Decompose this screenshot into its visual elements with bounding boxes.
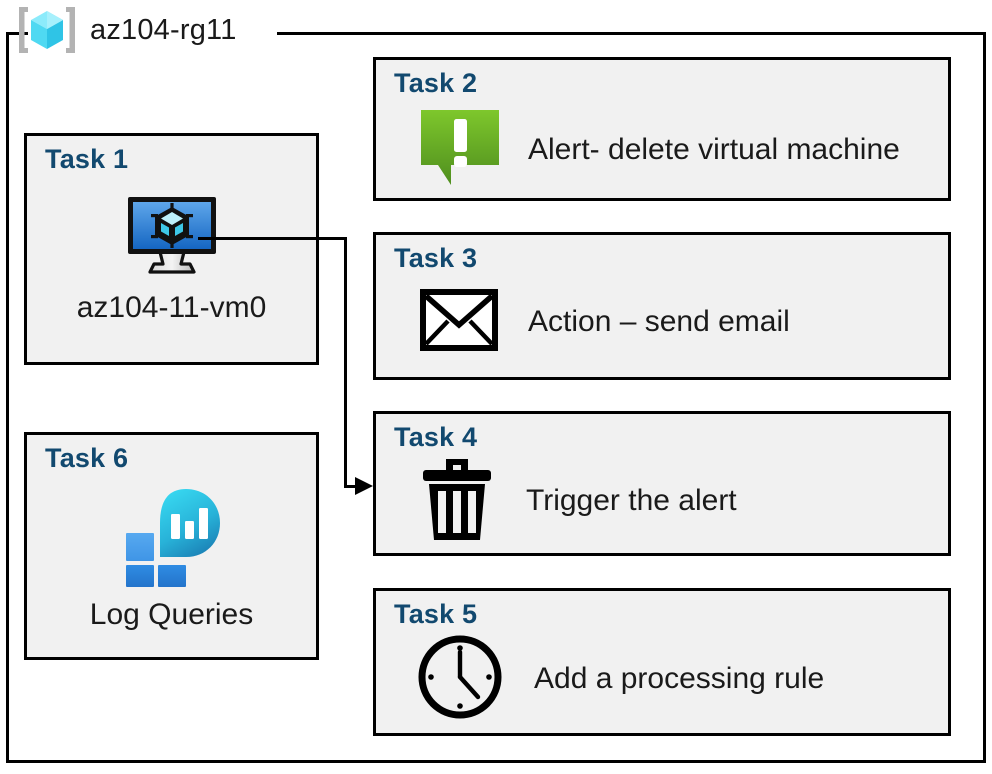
task-card-2-body: Alert- delete virtual machine	[418, 108, 900, 192]
task-card-4-label: Trigger the alert	[526, 484, 737, 517]
task-card-2-label: Alert- delete virtual machine	[528, 133, 900, 166]
task-card-5-body: Add a processing rule	[416, 635, 824, 723]
virtual-machine-icon	[27, 194, 316, 278]
task-card-5-title: Task 5	[394, 599, 478, 629]
resource-group-frame-right	[983, 32, 986, 763]
resource-group-frame-left	[6, 32, 9, 763]
connector-arrowhead-icon	[355, 477, 373, 495]
resource-group-frame-bottom	[6, 760, 986, 763]
task-card-3-body: Action – send email	[420, 287, 790, 357]
resource-group-frame-top-right	[277, 32, 986, 35]
connector-segment-vertical	[344, 237, 347, 488]
log-analytics-icon	[27, 487, 316, 587]
resource-group-frame-top-left	[6, 32, 28, 35]
task-card-3[interactable]: Task 3 Action – send email	[373, 232, 951, 380]
envelope-icon	[420, 288, 498, 356]
task-card-5[interactable]: Task 5 Add a processing rule	[373, 588, 951, 736]
alert-speech-bubble-icon	[418, 107, 502, 194]
trash-can-icon	[420, 455, 494, 548]
task-card-6[interactable]: Task 6	[24, 432, 319, 660]
resource-group-name: az104-rg11	[90, 13, 237, 46]
task-card-2-title: Task 2	[394, 68, 478, 98]
task-card-1[interactable]: Task 1	[24, 133, 319, 365]
task-card-5-label: Add a processing rule	[534, 662, 825, 695]
connector-segment-horizontal-top	[198, 237, 347, 240]
task-card-3-label: Action – send email	[528, 305, 790, 338]
clock-icon	[416, 633, 504, 726]
task-card-1-title: Task 1	[45, 144, 129, 174]
task-card-4-body: Trigger the alert	[420, 456, 737, 546]
task-card-3-title: Task 3	[394, 243, 478, 273]
task-card-6-title: Task 6	[45, 443, 129, 473]
resource-group-cube-icon	[16, 4, 78, 56]
resource-group-label: az104-rg11	[16, 2, 237, 58]
task-card-1-caption: az104-11-vm0	[76, 291, 267, 324]
task-card-2[interactable]: Task 2 Alert- delete virtual machine	[373, 57, 951, 201]
task-card-6-caption: Log Queries	[89, 598, 254, 631]
task-card-4-title: Task 4	[394, 422, 478, 452]
task-card-4[interactable]: Task 4 Trigger the alert	[373, 411, 951, 556]
